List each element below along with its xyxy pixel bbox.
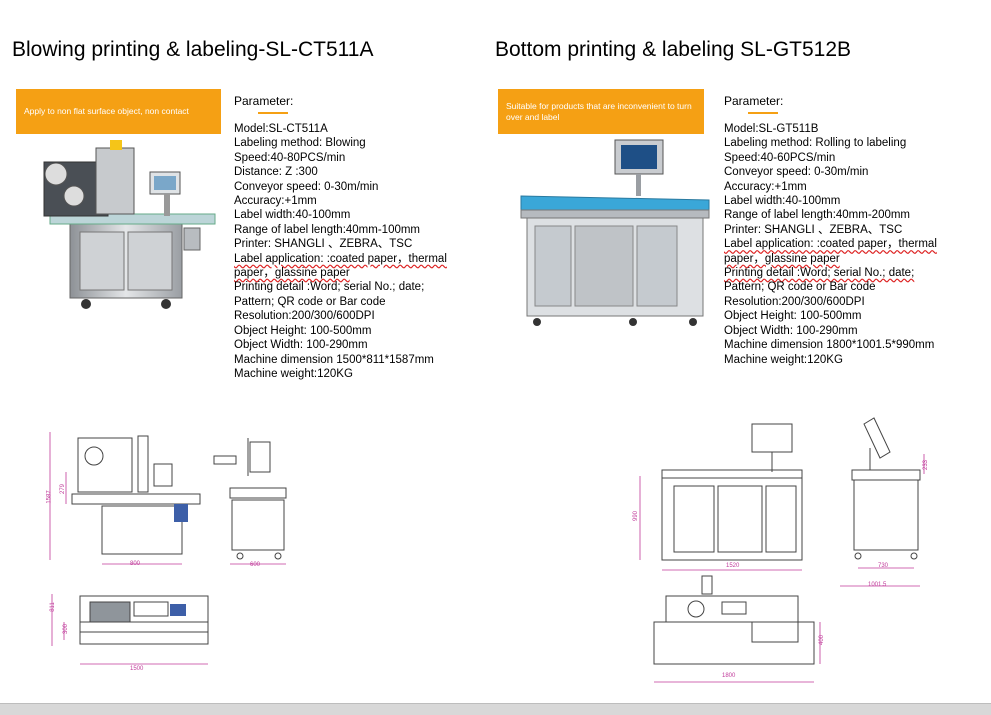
dim-width-label: 800 (130, 561, 141, 567)
left-banner: Apply to non flat surface object, non co… (16, 89, 221, 134)
spec-item: Accuracy:+1mm (234, 195, 317, 208)
dim-side-width-label: 600 (250, 562, 261, 568)
spec-item: Object Width: 100-290mm (724, 324, 858, 337)
right-machine-photo (520, 139, 710, 326)
bottom-scroll-bar[interactable] (0, 703, 991, 715)
right-param-heading: Parameter: (724, 94, 784, 108)
spec-item: Machine dimension 1800*1001.5*990mm (724, 339, 935, 352)
dim-length-label: 1500 (130, 666, 144, 672)
right-top-drawing (653, 575, 821, 683)
dim-side-width-label: 730 (878, 563, 889, 569)
spec-item: Labeling method: Rolling to labeling (724, 137, 907, 150)
spec-item: Label width:40-100mm (234, 209, 351, 222)
dim-depth-label: 400 (819, 634, 826, 646)
spec-item: Range of label length:40mm-100mm (234, 223, 421, 236)
spec-item: Model:SL-CT511A (234, 123, 328, 135)
left-param-underline (258, 112, 288, 114)
left-spec-list: Model:SL-CT511A Labeling method: Blowing… (234, 122, 447, 381)
spec-item: Object Height: 100-500mm (724, 310, 862, 323)
dim-height-label: 990 (633, 510, 640, 522)
dim-mid-height-label: 279 (60, 483, 67, 495)
spec-item: Conveyor speed: 0-30m/min (724, 166, 869, 179)
spec-item: Labeling method: Blowing (234, 137, 366, 150)
spec-item: Accuracy:+1mm (724, 180, 807, 193)
spec-item: Resolution:200/300/600DPI (724, 295, 865, 308)
spec-item: Label application: :coated paper，thermal (234, 252, 447, 265)
spec-item: Model:SL-GT511B (724, 123, 819, 135)
spec-item: Machine weight:120KG (724, 353, 843, 366)
spec-item: Printing detail :Word; serial No.; date; (724, 267, 915, 280)
dim-conveyor-label: 300 (63, 623, 70, 635)
dim-width-label: 1520 (726, 563, 740, 569)
dim-side-total-label: 1001.5 (868, 582, 887, 588)
spec-item: Machine weight:120KG (234, 367, 353, 380)
right-banner: Suitable for products that are inconveni… (498, 89, 704, 134)
spec-item: Pattern; QR code or Bar code (724, 281, 876, 294)
right-title: Bottom printing & labeling SL-GT512B (495, 38, 852, 61)
spec-item: Range of label length:40mm-200mm (724, 209, 911, 222)
left-machine-photo (43, 140, 216, 309)
spec-item: paper，glassine paper (724, 252, 840, 265)
left-param-heading: Parameter: (234, 94, 294, 108)
dim-depth-label: 811 (49, 602, 56, 612)
right-spec-list: Model:SL-GT511B Labeling method: Rolling… (724, 122, 937, 367)
right-side-drawing (840, 417, 925, 587)
spec-item: Printer: SHANGLI 、ZEBRA、TSC (724, 223, 903, 236)
dim-top-label: 233 (923, 459, 930, 471)
spec-item: Speed:40-60PCS/min (724, 151, 836, 164)
left-top-drawing (51, 594, 209, 665)
spec-item: Resolution:200/300/600DPI (234, 310, 375, 323)
spec-item: Printing detail :Word; serial No.; date; (234, 281, 425, 294)
dim-length-label: 1800 (722, 673, 736, 679)
spec-item: Object Width: 100-290mm (234, 339, 368, 352)
right-param-underline (748, 112, 778, 114)
spec-item: Label application: :coated paper，thermal (724, 238, 937, 251)
right-front-drawing (639, 423, 803, 571)
spec-item: Machine dimension 1500*811*1587mm (234, 353, 434, 366)
spec-item: Distance: Z :300 (234, 166, 318, 179)
dim-height-label: 1587 (46, 490, 53, 504)
left-title: Blowing printing & labeling-SL-CT511A (12, 38, 374, 61)
spec-item: Label width:40-100mm (724, 195, 841, 208)
spec-item: Conveyor speed: 0-30m/min (234, 180, 379, 193)
spec-item: Printer: SHANGLI 、ZEBRA、TSC (234, 238, 413, 251)
spec-item: Object Height: 100-500mm (234, 324, 372, 337)
spec-item: Pattern; QR code or Bar code (234, 295, 386, 308)
spec-item: Speed:40-80PCS/min (234, 151, 346, 164)
left-side-drawing (213, 438, 287, 565)
left-front-drawing (49, 432, 201, 565)
spec-item: paper，glassine paper (234, 267, 350, 280)
